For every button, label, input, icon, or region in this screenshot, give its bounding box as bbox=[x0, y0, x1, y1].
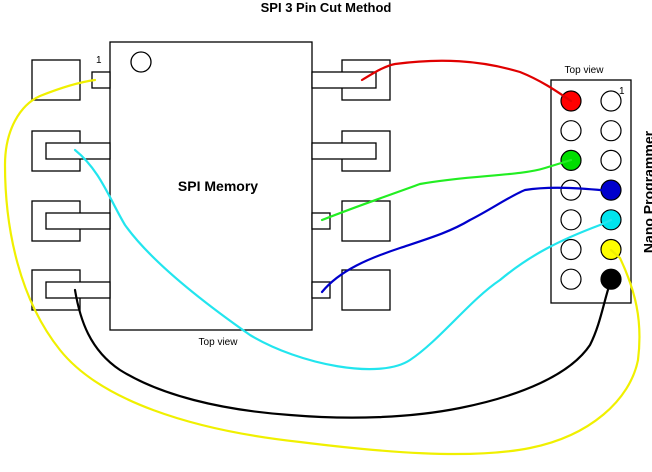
wire-cyan bbox=[73, 148, 613, 371]
programmer-pin-r2-c1 bbox=[560, 120, 582, 142]
chip-pad-right-5 bbox=[341, 269, 391, 311]
chip-leg-8 bbox=[311, 71, 377, 89]
programmer-pin-r3-c2 bbox=[600, 149, 622, 171]
programmer-pin-r2-c2 bbox=[600, 120, 622, 142]
chip-body bbox=[109, 41, 313, 331]
wire-green bbox=[320, 158, 573, 222]
chip-leg-4 bbox=[45, 281, 111, 299]
programmer-pin-r7-c2 bbox=[600, 268, 622, 290]
chip-label: SPI Memory bbox=[178, 178, 258, 194]
chip-pad-right-6 bbox=[341, 200, 391, 242]
programmer-pin-r4-c1 bbox=[560, 179, 582, 201]
programmer-pin1-label: 1 bbox=[619, 86, 625, 97]
programmer-pin-r5-c1 bbox=[560, 209, 582, 231]
chip-leg-7 bbox=[311, 142, 377, 160]
diagram-title: SPI 3 Pin Cut Method bbox=[261, 0, 392, 15]
chip-pad-left-1 bbox=[31, 59, 81, 101]
programmer-label: Nano Programmer bbox=[641, 130, 652, 253]
programmer-top-view-label: Top view bbox=[565, 65, 605, 76]
chip-leg-3 bbox=[45, 212, 111, 230]
programmer-pin-r7-c1 bbox=[560, 268, 582, 290]
programmer-pin-r1-c2 bbox=[600, 90, 622, 112]
wire-black bbox=[73, 281, 612, 419]
wire-red bbox=[360, 59, 573, 103]
chip-pin1-label: 1 bbox=[96, 55, 102, 66]
chip-pin1-marker bbox=[130, 51, 152, 73]
chip-leg-5-cut bbox=[311, 281, 331, 299]
chip-leg-2 bbox=[45, 142, 111, 160]
chip-top-view-label: Top view bbox=[199, 337, 239, 348]
programmer-pin-grid bbox=[560, 90, 622, 290]
wire-yellow bbox=[3, 78, 641, 456]
programmer-pin-r6-c1 bbox=[560, 238, 582, 261]
chip-leg-6-cut bbox=[311, 212, 331, 230]
wire-blue bbox=[320, 186, 612, 294]
